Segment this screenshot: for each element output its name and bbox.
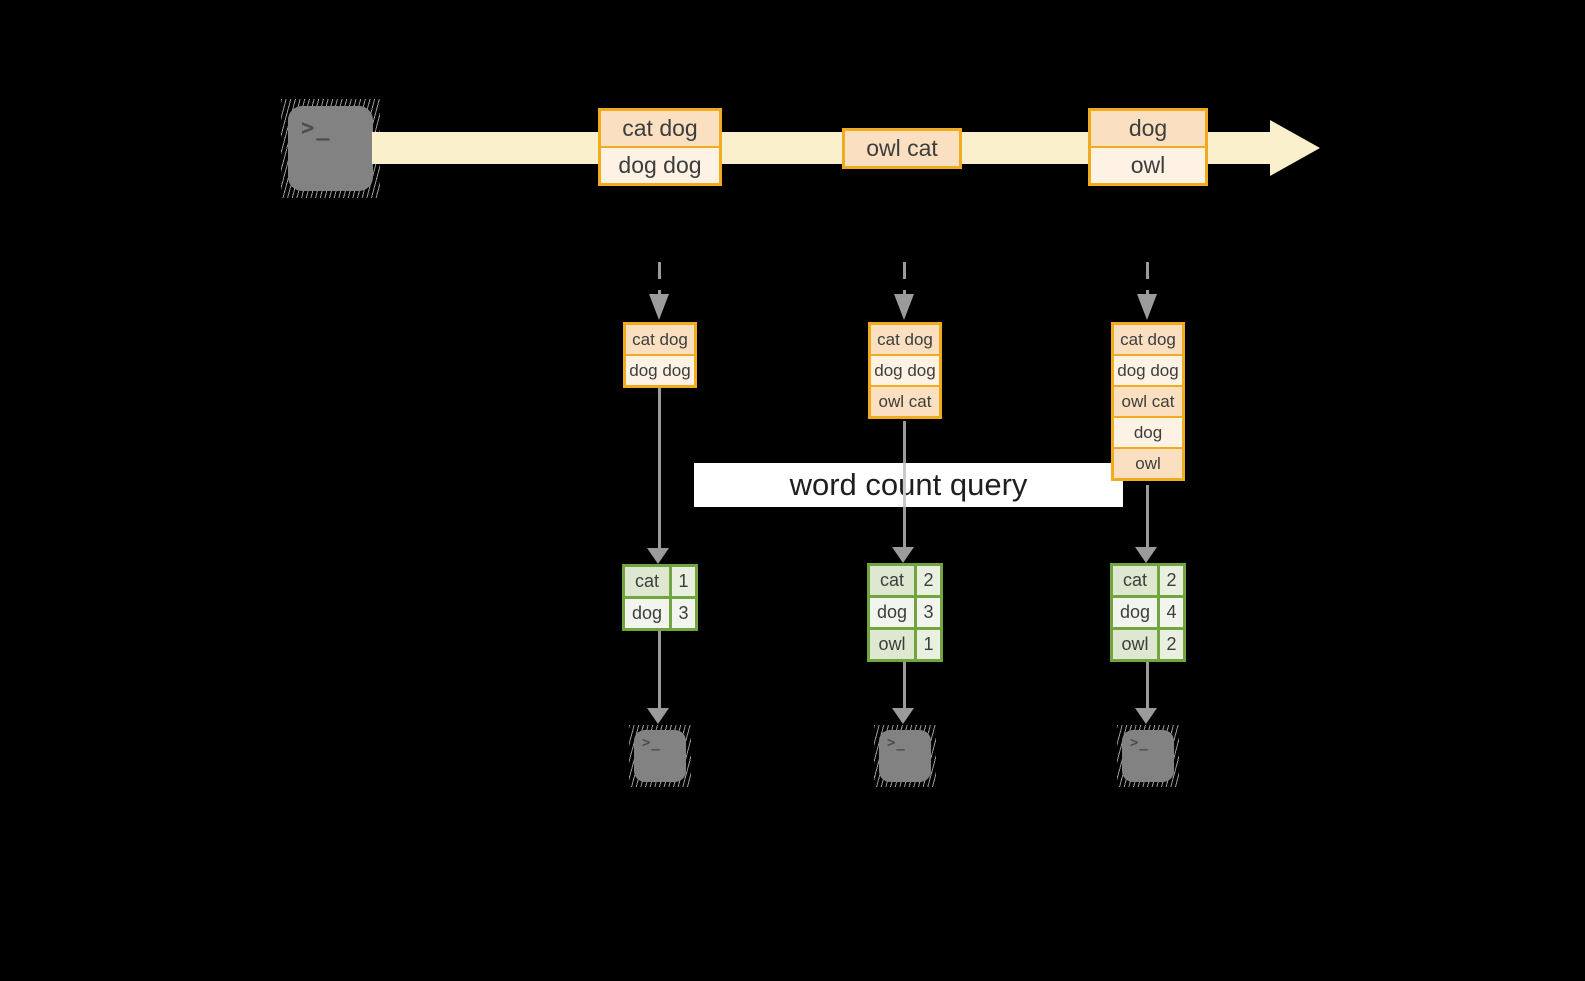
count-table-1: cat 1 dog 3	[622, 564, 698, 631]
query-arrow-line	[903, 507, 906, 547]
result-arrowhead-icon	[892, 708, 914, 724]
terminal-screen: >_	[288, 106, 373, 191]
stream-event-cell: dog	[1091, 111, 1205, 146]
output-terminal-icon-1: >_	[629, 725, 691, 787]
stack-cell: owl	[1114, 449, 1182, 478]
terminal-screen: >_	[1122, 730, 1174, 782]
ingest-arrowhead-icon	[894, 294, 914, 320]
output-terminal-icon-2: >_	[874, 725, 936, 787]
word-cell: dog	[625, 599, 669, 628]
result-arrow-line	[903, 662, 906, 709]
result-arrow-line	[658, 631, 661, 709]
count-cell: 3	[917, 598, 940, 627]
ingest-arrow-line	[658, 262, 661, 294]
result-arrow-line	[1146, 662, 1149, 709]
word-cell: dog	[870, 598, 914, 627]
event-stack-2: cat dog dog dog owl cat	[868, 322, 942, 419]
table-row: dog 3	[625, 599, 695, 628]
event-stack-1: cat dog dog dog	[623, 322, 697, 388]
ingest-arrow-line	[1146, 262, 1149, 294]
stack-cell: owl cat	[871, 387, 939, 416]
word-cell: cat	[1113, 566, 1157, 595]
query-arrowhead-icon	[1135, 547, 1157, 563]
count-cell: 3	[672, 599, 695, 628]
stream-event-cell: owl	[1091, 148, 1205, 183]
stream-event-box-2: owl cat	[842, 128, 962, 169]
table-row: cat 2	[1113, 566, 1183, 595]
query-arrow-line	[903, 463, 906, 507]
stream-event-box-1: cat dog dog dog	[598, 108, 722, 186]
table-row: owl 2	[1113, 630, 1183, 659]
table-row: dog 4	[1113, 598, 1183, 627]
stream-arrowhead-icon	[1270, 120, 1320, 176]
query-banner: word count query	[694, 463, 1123, 507]
count-cell: 1	[917, 630, 940, 659]
stream-event-cell: cat dog	[601, 111, 719, 146]
word-cell: owl	[870, 630, 914, 659]
output-terminal-icon-3: >_	[1117, 725, 1179, 787]
query-arrow-line	[658, 388, 661, 548]
ingest-arrow-line	[903, 262, 906, 294]
stack-cell: owl cat	[1114, 387, 1182, 416]
table-row: cat 1	[625, 567, 695, 596]
word-cell: owl	[1113, 630, 1157, 659]
table-row: dog 3	[870, 598, 940, 627]
count-table-2: cat 2 dog 3 owl 1	[867, 563, 943, 662]
stack-cell: cat dog	[626, 325, 694, 354]
ingest-arrowhead-icon	[649, 294, 669, 320]
query-arrow-line	[1146, 485, 1149, 547]
stack-cell: dog dog	[1114, 356, 1182, 385]
stream-event-box-3: dog owl	[1088, 108, 1208, 186]
stack-cell: dog dog	[626, 356, 694, 385]
stack-cell: cat dog	[1114, 325, 1182, 354]
count-cell: 2	[1160, 566, 1183, 595]
stack-cell: dog dog	[871, 356, 939, 385]
count-table-3: cat 2 dog 4 owl 2	[1110, 563, 1186, 662]
count-cell: 2	[917, 566, 940, 595]
terminal-screen: >_	[879, 730, 931, 782]
query-arrowhead-icon	[647, 548, 669, 564]
word-cell: cat	[870, 566, 914, 595]
terminal-prompt-glyph: >_	[642, 735, 661, 751]
ingest-arrowhead-icon	[1137, 294, 1157, 320]
result-arrowhead-icon	[1135, 708, 1157, 724]
terminal-prompt-glyph: >_	[1130, 735, 1149, 751]
terminal-prompt-glyph: >_	[887, 735, 906, 751]
count-cell: 1	[672, 567, 695, 596]
word-cell: cat	[625, 567, 669, 596]
count-cell: 2	[1160, 630, 1183, 659]
query-label: word count query	[789, 467, 1028, 502]
stack-cell: dog	[1114, 418, 1182, 447]
source-terminal-icon: >_	[281, 99, 380, 198]
query-arrow-line	[903, 421, 906, 463]
count-cell: 4	[1160, 598, 1183, 627]
terminal-screen: >_	[634, 730, 686, 782]
stream-event-cell: owl cat	[845, 131, 959, 166]
query-arrowhead-icon	[892, 547, 914, 563]
result-arrowhead-icon	[647, 708, 669, 724]
stream-event-cell: dog dog	[601, 148, 719, 183]
event-stack-3: cat dog dog dog owl cat dog owl	[1111, 322, 1185, 481]
stack-cell: cat dog	[871, 325, 939, 354]
table-row: cat 2	[870, 566, 940, 595]
terminal-prompt-glyph: >_	[301, 116, 332, 141]
word-cell: dog	[1113, 598, 1157, 627]
table-row: owl 1	[870, 630, 940, 659]
